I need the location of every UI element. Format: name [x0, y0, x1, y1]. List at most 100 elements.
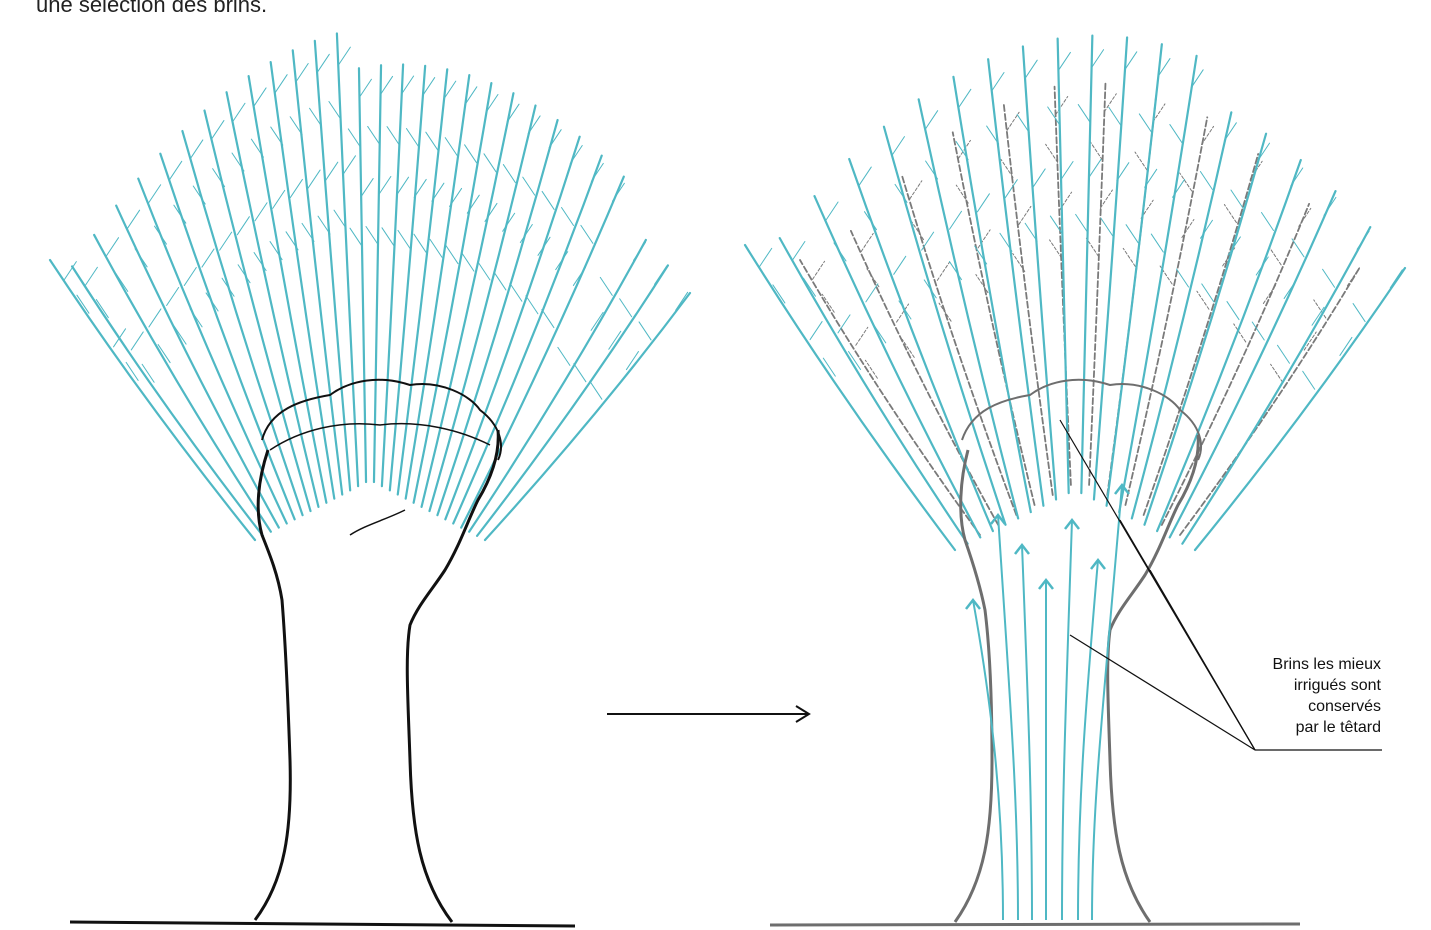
- branch-before-twig: [273, 190, 285, 208]
- branch-before-twig: [382, 228, 394, 246]
- kept-branch-twig: [1202, 284, 1214, 302]
- removed-branch-twig: [1182, 220, 1194, 238]
- kept-branch-twig: [1227, 302, 1239, 320]
- branch-before-twig: [191, 140, 203, 158]
- branch-before-twig: [510, 283, 522, 301]
- branch-before-twig: [350, 228, 362, 246]
- branch-before-twig: [366, 226, 378, 244]
- kept-branch-twig: [1261, 212, 1273, 230]
- removed-branch-twig: [939, 303, 951, 321]
- trunk-before-right-edge: [407, 430, 498, 922]
- branch-before-twig: [338, 47, 350, 65]
- kept-branch-twig: [1353, 304, 1365, 322]
- branch-before-twig: [190, 309, 202, 327]
- branch-before-twig: [600, 277, 612, 295]
- kept-branch-twig: [977, 194, 989, 212]
- branch-before: [445, 137, 579, 520]
- branch-before: [429, 106, 535, 512]
- branch-before: [422, 93, 514, 507]
- branch-before-twig: [414, 234, 426, 252]
- removed-branch-twig: [956, 185, 968, 203]
- kept-branch-twig: [1089, 159, 1101, 177]
- kept-branch-twig: [1324, 197, 1336, 215]
- kept-branch-twig: [892, 137, 904, 155]
- branch-before-twig: [406, 128, 418, 146]
- kept-branch-twig: [926, 111, 938, 129]
- branch-before-twig: [237, 217, 249, 235]
- branch-before-twig: [573, 267, 585, 285]
- removed-branch-twig: [822, 294, 834, 312]
- removed-branch-twig: [910, 181, 922, 199]
- branch-before-twig: [484, 154, 496, 172]
- branch-before-twig: [581, 225, 593, 243]
- kept-branch: [1182, 227, 1370, 544]
- removed-branch-twig: [1123, 248, 1135, 266]
- branch-before-twig: [556, 252, 568, 270]
- annotation-line-1: Brins les mieux: [1221, 654, 1381, 675]
- branch-before-twig: [206, 293, 218, 311]
- removed-branch-twig: [1269, 247, 1281, 265]
- removed-branch-twig: [1135, 152, 1147, 170]
- removed-branch-twig: [1046, 144, 1058, 162]
- branches-before: [50, 33, 690, 540]
- sap-flow-line: [1078, 560, 1098, 920]
- branch-before-twig: [379, 176, 391, 194]
- kept-branch: [1119, 56, 1196, 512]
- branch-before-twig: [85, 267, 97, 285]
- removed-branch-twig: [861, 233, 873, 251]
- branch-before-twig: [154, 226, 166, 244]
- kept-branch: [1023, 46, 1056, 499]
- branch-before-twig: [290, 179, 302, 197]
- kept-branch-twig: [926, 161, 938, 179]
- branch-before: [359, 68, 366, 482]
- kept-branch-twig: [1005, 180, 1017, 198]
- kept-branch-twig: [866, 284, 878, 302]
- kept-branch-twig: [834, 243, 846, 261]
- branch-before-twig: [445, 138, 457, 156]
- branch-before-twig: [326, 162, 338, 180]
- tree-before: [50, 33, 690, 922]
- branch-before: [406, 75, 470, 498]
- branch-before-twig: [220, 232, 232, 250]
- kept-branch: [780, 238, 968, 544]
- kept-branch-twig: [859, 167, 871, 185]
- branch-before-twig: [296, 63, 308, 81]
- kept-branch-twig: [1277, 345, 1289, 363]
- branch-before-twig: [465, 145, 477, 163]
- kept-branch-twig: [826, 202, 838, 220]
- branch-before-twig: [478, 262, 490, 280]
- removed-branch: [1004, 103, 1053, 495]
- kept-branch-twig: [1151, 234, 1163, 252]
- branch-before-twig: [398, 230, 410, 248]
- removed-branch-twig: [1180, 173, 1192, 191]
- kept-branch-twig: [1200, 172, 1212, 190]
- branch-before-twig: [212, 121, 224, 139]
- kept-branch-twig: [1390, 270, 1402, 288]
- kept-branch-twig: [1033, 169, 1045, 187]
- branch-before-twig: [270, 242, 282, 260]
- branch-before-twig: [233, 103, 245, 121]
- kept-branch-twig: [1109, 107, 1121, 125]
- kept-branch-twig: [803, 278, 815, 296]
- kept-branch-twig: [1170, 125, 1182, 143]
- branch-before-twig: [232, 153, 244, 171]
- kept-branch-twig: [1076, 214, 1088, 232]
- kept-branch-twig: [810, 322, 822, 340]
- branch-before-twig: [574, 364, 586, 382]
- kept-branch: [1157, 160, 1301, 531]
- kept-branch-twig: [1323, 269, 1335, 287]
- sap-flow-line: [1022, 545, 1032, 920]
- kept-branch-twig: [1284, 280, 1296, 298]
- removed-branch-twig: [813, 261, 825, 279]
- branch-before-twig: [446, 246, 458, 264]
- branch-before-twig: [494, 272, 506, 290]
- removed-branch-twig: [1347, 268, 1359, 286]
- kept-branch-twig: [975, 246, 987, 264]
- annotation-label: Brins les mieux irrigués sont conservés …: [1221, 654, 1381, 738]
- branch-before-twig: [542, 191, 554, 209]
- branch-before-twig: [655, 266, 667, 284]
- kept-branch-twig: [959, 89, 971, 107]
- branch-before-twig: [676, 292, 688, 310]
- kept-branch-twig: [1058, 52, 1070, 70]
- removed-branch-twig: [1263, 285, 1275, 303]
